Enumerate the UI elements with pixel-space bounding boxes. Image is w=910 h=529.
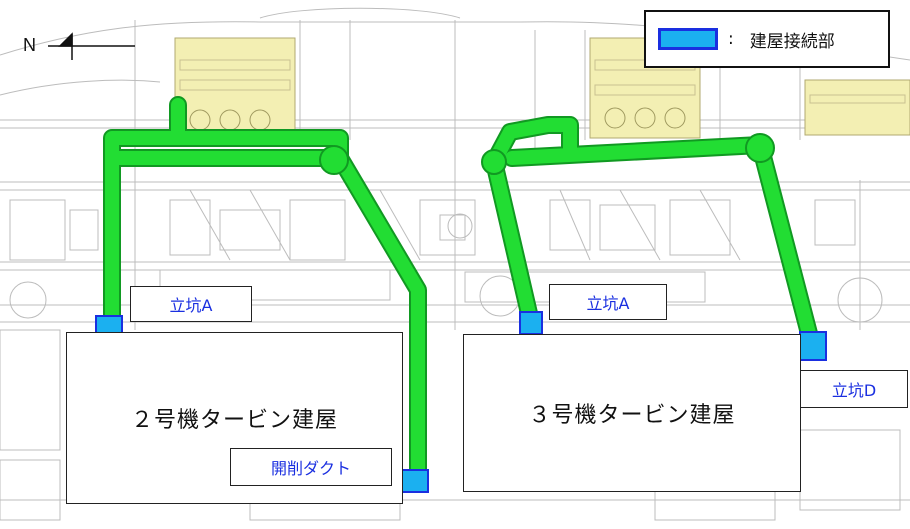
shaft-a-unit3-label: 立坑A xyxy=(549,284,667,320)
connection-square-duct xyxy=(401,469,429,493)
legend: : 建屋接続部 xyxy=(644,10,890,68)
north-label: N xyxy=(23,35,36,55)
unit2-building-label: ２号機タービン建屋 xyxy=(130,408,338,433)
legend-swatch xyxy=(658,28,718,50)
unit3-building-label: ３号機タービン建屋 xyxy=(528,403,736,428)
legend-text: 建屋接続部 xyxy=(749,31,835,52)
shaft-d-label: 立坑D xyxy=(800,370,908,408)
building-connections xyxy=(95,311,827,493)
shaft-a-unit2-label: 立坑A xyxy=(130,286,252,322)
open-cut-duct-label: 開削ダクト xyxy=(230,448,392,486)
unit3-turbine-building: ３号機タービン建屋 xyxy=(463,334,801,492)
trench-routes xyxy=(103,96,821,489)
legend-separator: : xyxy=(728,29,734,49)
connection-square-unit3-shaft-a xyxy=(519,311,543,335)
connection-square-shaft-d xyxy=(799,331,827,361)
north-arrow-icon xyxy=(48,32,135,60)
